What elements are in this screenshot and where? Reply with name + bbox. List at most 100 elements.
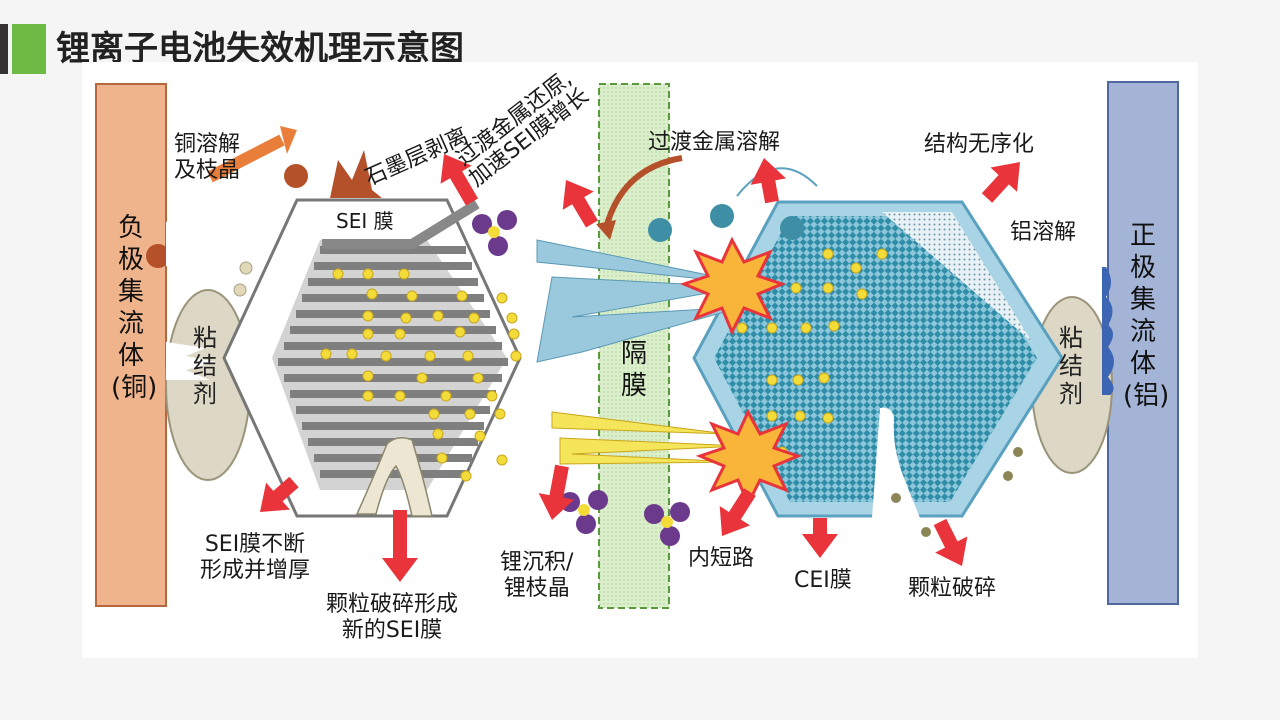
lithium-ion <box>362 268 374 280</box>
red-arrow <box>538 464 575 520</box>
lithium-ion <box>766 374 778 386</box>
red-arrow <box>382 510 418 582</box>
graphite-layer <box>302 294 484 302</box>
red-arrow <box>933 518 968 566</box>
lithium-ion <box>494 408 506 420</box>
cathode-binder-label: 粘 结 剂 <box>1059 324 1083 408</box>
lithium-ion <box>332 268 344 280</box>
lithium-ion <box>472 372 484 384</box>
lithium-ion <box>366 288 378 300</box>
graphite-layer <box>314 262 472 270</box>
cathode-dendrite <box>536 239 753 363</box>
lithium-ion <box>394 390 406 402</box>
diagram-graphics <box>95 81 1179 609</box>
graphite-layer <box>296 310 490 318</box>
disordered-structure <box>882 212 1032 342</box>
red-arrow <box>562 180 599 228</box>
graphite-layer <box>320 246 466 254</box>
lithium-ion <box>496 454 508 466</box>
metal-ion-cluster-top <box>472 210 517 256</box>
al-dissolution-label: 铝溶解 <box>1010 220 1077 245</box>
anode-edge-fracture <box>166 218 226 380</box>
lithium-ion <box>800 322 812 334</box>
lithium-ion <box>766 410 778 422</box>
title-accent-green <box>12 24 46 74</box>
graphite-flakes <box>330 150 382 198</box>
graphite-layer <box>278 358 508 366</box>
lithium-ion <box>474 430 486 442</box>
graphite-layer <box>290 326 496 334</box>
lithium-ion <box>508 328 520 340</box>
failure-mechanism-diagram: 负 极 集 流 体 (铜) 正 极 集 流 体 (铝) 粘 结 剂 粘 结 剂 … <box>82 62 1198 658</box>
anode-binder-label: 粘 结 剂 <box>193 324 217 408</box>
title-accent-dark <box>0 24 8 74</box>
lithium-ion <box>380 350 392 362</box>
lithium-ion <box>850 262 862 274</box>
structure-disorder-label: 结构无序化 <box>924 132 1035 157</box>
lithium-ion <box>790 282 802 294</box>
lithium-ion <box>822 282 834 294</box>
red-arrow <box>260 476 299 512</box>
lithium-ion <box>346 348 358 360</box>
graphite-layer <box>296 406 490 414</box>
lithium-ion <box>510 350 522 362</box>
sei-thickening-label: SEI膜不断 形成并增厚 <box>200 532 311 583</box>
graphite-layer <box>308 278 478 286</box>
lithium-ion <box>362 370 374 382</box>
lithium-ion <box>822 412 834 424</box>
lithium-ion <box>736 322 748 334</box>
lithium-ion <box>424 350 436 362</box>
red-arrow <box>750 158 787 204</box>
lithium-dendrite <box>551 411 743 465</box>
lithium-ion <box>362 390 374 402</box>
tm-bubble <box>696 150 758 181</box>
cei-film-label: CEI膜 <box>794 568 852 593</box>
lithium-ion <box>462 350 474 362</box>
li-plating-label: 锂沉积/ 锂枝晶 <box>500 550 574 601</box>
lithium-ion <box>362 328 374 340</box>
transition-metal-ions <box>648 204 804 242</box>
copper-arrow-shaft <box>207 134 285 183</box>
lithium-ion <box>822 248 834 260</box>
small-particles <box>233 261 253 297</box>
lithium-ion <box>398 268 410 280</box>
lithium-ion <box>406 290 418 302</box>
lithium-ion <box>400 312 412 324</box>
anode-collector-label: 负 极 集 流 体 (铜) <box>111 213 158 403</box>
lithium-ion <box>460 470 472 482</box>
lithium-ion <box>454 326 466 338</box>
lithium-ion <box>766 322 778 334</box>
tm-curved-arrow-head <box>596 220 616 240</box>
cathode-crack <box>872 407 920 518</box>
particle-crack-label: 颗粒破碎 <box>908 576 997 601</box>
cathode-fragments <box>891 447 1023 537</box>
anode-crack <box>355 437 433 517</box>
tm-arc <box>736 167 818 197</box>
lithium-ion <box>828 320 840 332</box>
lithium-ion <box>792 374 804 386</box>
lithium-ion <box>428 408 440 420</box>
lithium-ion <box>486 390 498 402</box>
tm-curved-arrow <box>603 155 683 229</box>
red-arrow <box>981 162 1020 203</box>
lithium-ion <box>432 428 444 440</box>
lithium-ion <box>468 312 480 324</box>
graphite-layer <box>320 470 466 478</box>
lithium-ion <box>876 248 888 260</box>
red-arrow <box>440 154 479 206</box>
lithium-ion <box>464 408 476 420</box>
cathode-collector-label: 正 极 集 流 体 (铝) <box>1123 221 1170 411</box>
separator-label: 隔 膜 <box>620 339 647 401</box>
lithium-ion <box>362 310 374 322</box>
red-arrow <box>719 488 756 536</box>
cathode-lithium-ions <box>736 248 888 458</box>
anode-lithium-ions <box>320 268 522 482</box>
lithium-ion <box>856 288 868 300</box>
red-arrow <box>802 518 838 558</box>
graphite-layer <box>284 374 502 382</box>
internal-short-label: 内短路 <box>688 546 755 571</box>
lithium-ion <box>818 372 830 384</box>
particle-crack-sei-label: 颗粒破碎形成 新的SEI膜 <box>326 592 459 643</box>
graphite-layer <box>284 342 502 350</box>
lithium-ion <box>436 452 448 464</box>
